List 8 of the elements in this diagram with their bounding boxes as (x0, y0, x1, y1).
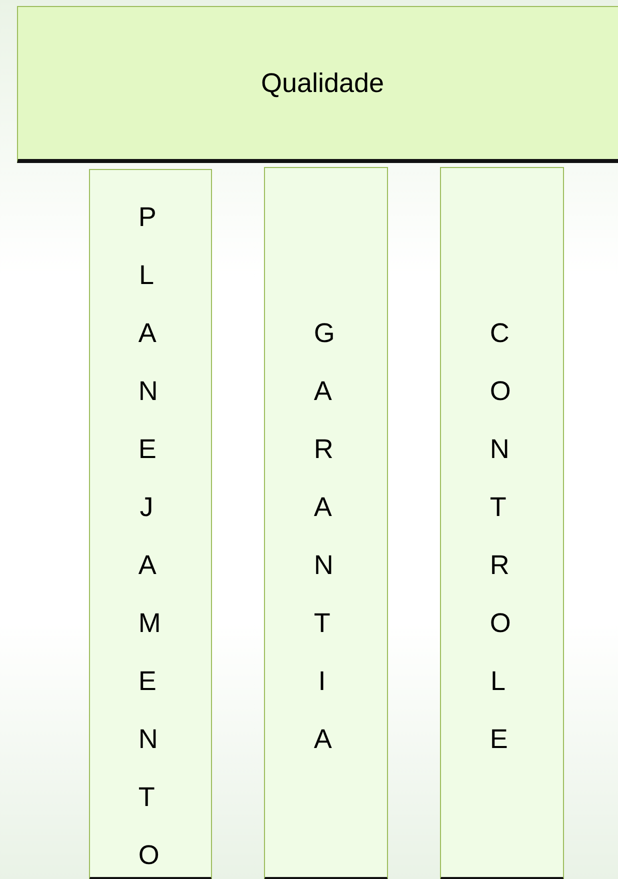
column-box (264, 167, 388, 879)
vertical-label: PLANEJAMENTO (138, 201, 162, 872)
vertical-label: CONTROLE (490, 317, 512, 756)
heading-text: Qualidade (260, 68, 384, 98)
column-box (89, 169, 212, 879)
header-box (17, 6, 618, 163)
column-box (440, 167, 564, 879)
vertical-label: GARANTIA (314, 317, 336, 756)
